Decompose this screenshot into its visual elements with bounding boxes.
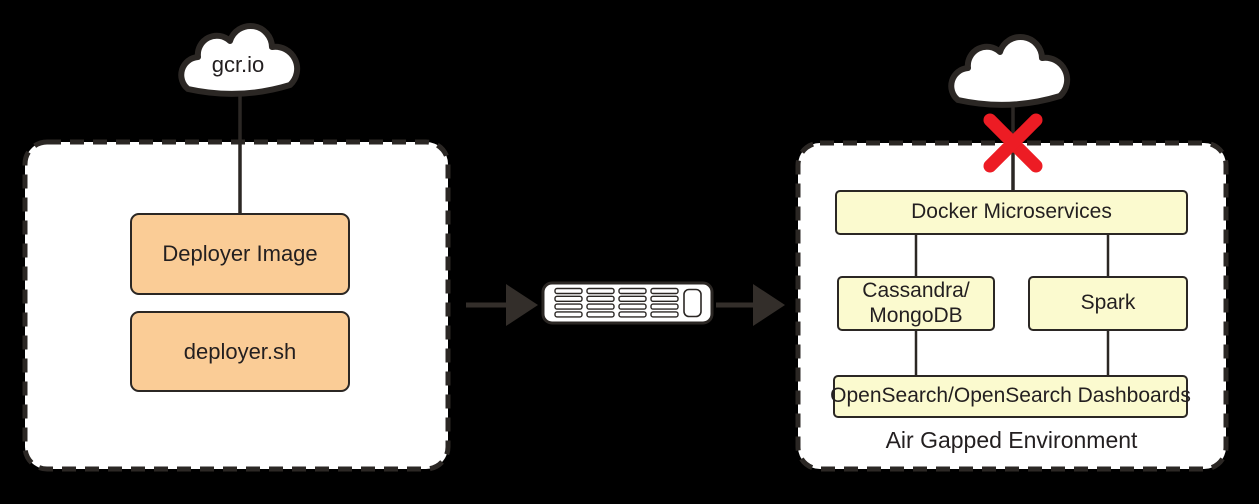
server-rack-icon <box>541 281 714 325</box>
deployer-sh-box: deployer.sh <box>130 311 350 392</box>
arrow-right-icon <box>716 284 785 326</box>
cassandra-label-line1: Cassandra/ <box>862 279 970 303</box>
deployer-image-box: Deployer Image <box>130 213 350 295</box>
arrow-right-icon <box>466 284 538 326</box>
red-x-icon <box>983 113 1043 173</box>
cassandra-mongodb-box: Cassandra/ MongoDB <box>837 276 995 331</box>
deployer-sh-label: deployer.sh <box>183 338 297 364</box>
gcr-cloud-icon <box>178 22 301 97</box>
docker-microservices-label: Docker Microservices <box>911 200 1112 224</box>
deployer-image-label: Deployer Image <box>162 241 318 267</box>
spark-box: Spark <box>1028 276 1188 331</box>
external-cloud-icon <box>948 33 1071 108</box>
server-slots <box>554 287 679 318</box>
left-zone-border <box>22 139 451 472</box>
gcr-cloud-label: gcr.io <box>211 52 265 77</box>
cassandra-label-line2: MongoDB <box>869 303 963 327</box>
opensearch-box: OpenSearch/OpenSearch Dashboards <box>830 375 1191 418</box>
air-gapped-environment-caption: Air Gapped Environment <box>885 427 1138 453</box>
spark-label: Spark <box>1080 291 1136 315</box>
server-drive-bay <box>683 288 702 318</box>
opensearch-label: OpenSearch/OpenSearch Dashboards <box>830 384 1191 408</box>
docker-microservices-box: Docker Microservices <box>835 190 1188 235</box>
